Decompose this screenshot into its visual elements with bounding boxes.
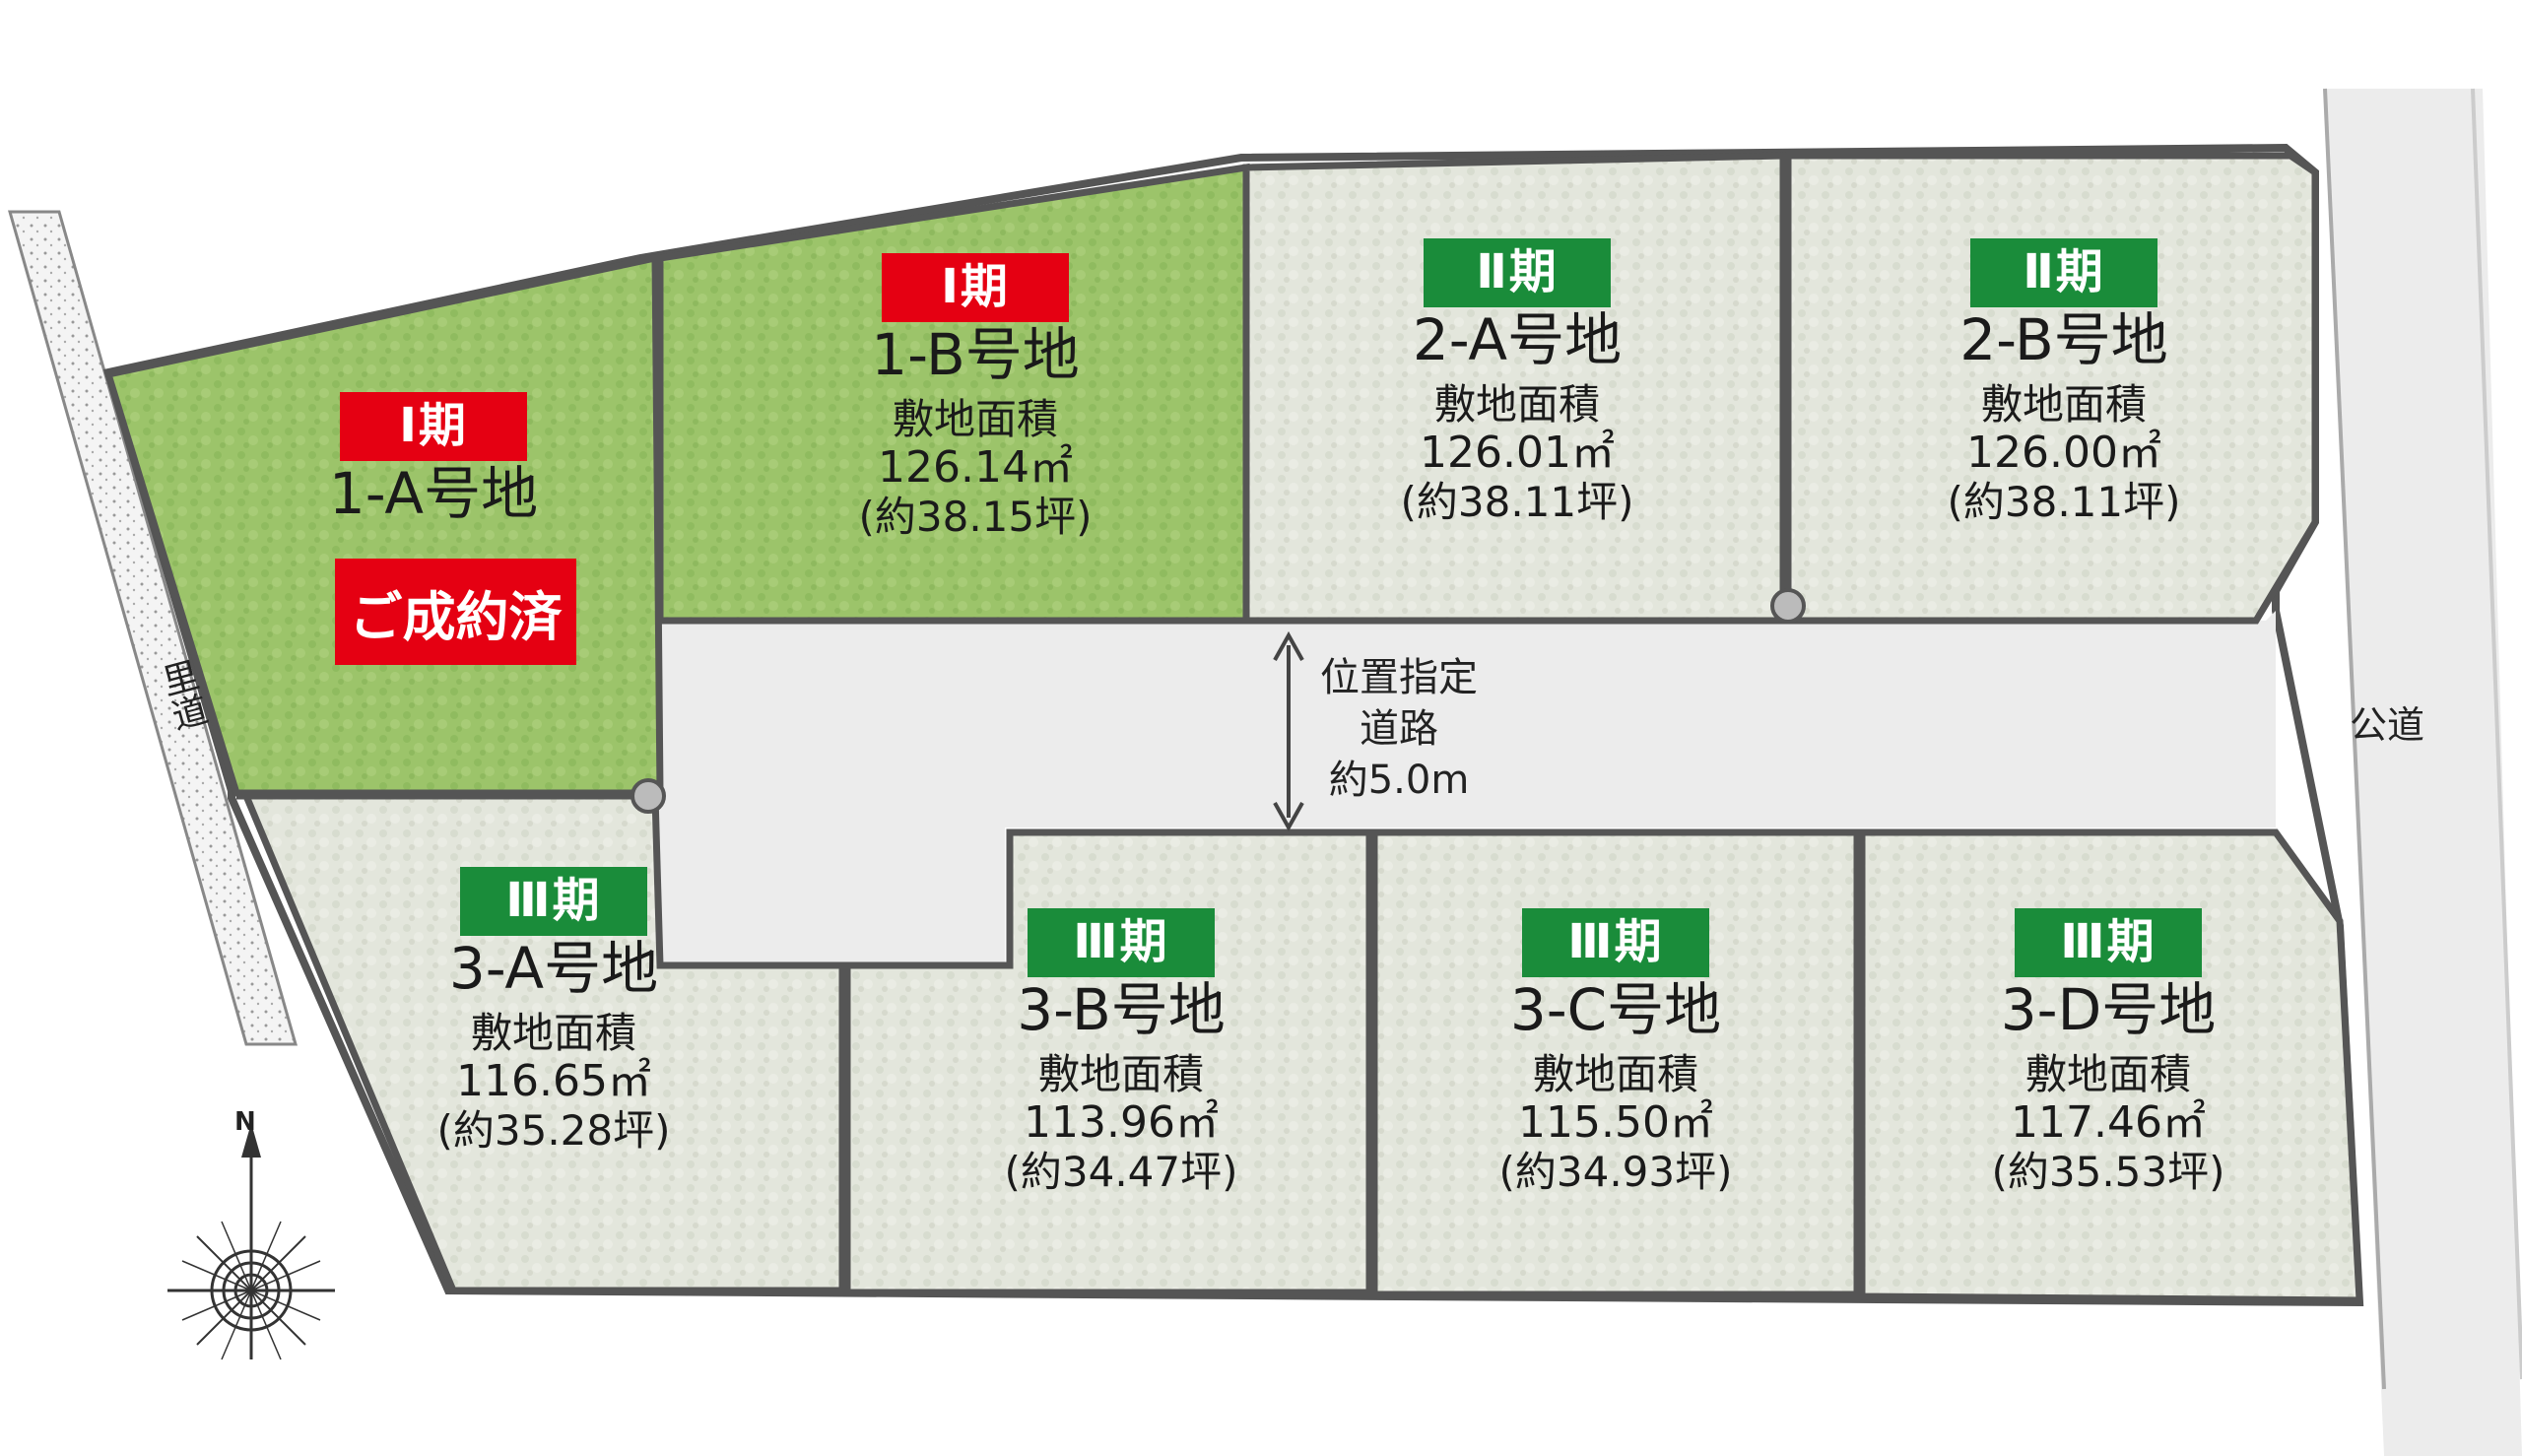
lot-2A-phase-badge: Ⅱ期	[1424, 238, 1611, 307]
lot-3A-area-title: 敷地面積	[470, 1008, 636, 1057]
public-road	[2325, 89, 2522, 1456]
lot-2B-phase-badge: Ⅱ期	[1970, 238, 2157, 307]
lot-3D-area-title: 敷地面積	[2024, 1049, 2191, 1098]
lot-1B-label: Ⅰ期 1-B号地 敷地面積 126.14㎡ (約38.15坪)	[828, 253, 1123, 541]
private-road-width: 約5.0m	[1328, 758, 1470, 803]
lot-1B-area: 126.14㎡	[878, 441, 1073, 493]
lot-3C-area: 115.50㎡	[1518, 1096, 1713, 1148]
lot-3A-area: 116.65㎡	[456, 1055, 651, 1106]
village-road	[8, 210, 298, 1046]
lot-3B-area-title: 敷地面積	[1037, 1049, 1204, 1098]
lot-3B-tsubo: (約34.47坪)	[1004, 1147, 1238, 1196]
lot-1A-name: 1-A号地	[328, 460, 539, 527]
private-road-label-line2: 道路	[1360, 706, 1438, 752]
lot-3B-area: 113.96㎡	[1024, 1096, 1219, 1148]
private-road-label-line1: 位置指定	[1320, 655, 1478, 700]
lot-1B-name: 1-B号地	[871, 321, 1080, 388]
lot-2B-area-title: 敷地面積	[1980, 379, 2147, 429]
compass-north-label: N	[234, 1107, 256, 1137]
lot-3C-name: 3-C号地	[1509, 976, 1722, 1043]
lot-3C-phase-badge: Ⅲ期	[1522, 908, 1709, 977]
road-width-arrow-icon	[1273, 630, 1304, 832]
lot-2B-name: 2-B号地	[1959, 306, 2168, 373]
lot-1A-sold-badge: ご成約済	[335, 559, 576, 665]
boundary-marker	[1770, 588, 1806, 624]
lot-2A-area: 126.01㎡	[1420, 427, 1615, 478]
lot-2B-label: Ⅱ期 2-B号地 敷地面積 126.00㎡ (約38.11坪)	[1916, 238, 2212, 526]
lot-3B-parcel	[843, 828, 1373, 1296]
lot-3B-label: Ⅲ期 3-B号地 敷地面積 113.96㎡ (約34.47坪)	[973, 908, 1269, 1196]
boundary-marker	[630, 778, 666, 814]
private-road-label: 位置指定 道路 約5.0m	[1310, 652, 1488, 806]
public-road-edge	[2323, 88, 2386, 1390]
lot-2B-tsubo: (約38.11坪)	[1947, 477, 2181, 526]
lot-1B-tsubo: (約38.15坪)	[858, 492, 1093, 541]
lot-2A-label: Ⅱ期 2-A号地 敷地面積 126.01㎡ (約38.11坪)	[1369, 238, 1665, 526]
lot-3D-name: 3-D号地	[2000, 976, 2217, 1043]
lot-3B-phase-badge: Ⅲ期	[1028, 908, 1215, 977]
lot-3D-label: Ⅲ期 3-D号地 敷地面積 117.46㎡ (約35.53坪)	[1960, 908, 2256, 1196]
lot-2B-area: 126.00㎡	[1966, 427, 2161, 478]
lot-3C-label: Ⅲ期 3-C号地 敷地面積 115.50㎡ (約34.93坪)	[1468, 908, 1763, 1196]
lot-3A-tsubo: (約35.28坪)	[436, 1105, 671, 1155]
lot-1A-label: Ⅰ期 1-A号地	[315, 392, 552, 527]
lot-3A-label: Ⅲ期 3-A号地 敷地面積 116.65㎡ (約35.28坪)	[406, 867, 701, 1155]
lot-1B-phase-badge: Ⅰ期	[882, 253, 1069, 322]
lot-3C-area-title: 敷地面積	[1532, 1049, 1698, 1098]
lot-2A-name: 2-A号地	[1412, 306, 1623, 373]
lot-3D-area: 117.46㎡	[2011, 1096, 2206, 1148]
public-road-label: 公道	[2350, 703, 2425, 747]
lot-3A-name: 3-A号地	[448, 935, 659, 1002]
compass-icon	[167, 1123, 335, 1360]
lot-3B-name: 3-B号地	[1017, 976, 1226, 1043]
lot-3D-phase-badge: Ⅲ期	[2015, 908, 2202, 977]
lot-2A-area-title: 敷地面積	[1433, 379, 1600, 429]
lot-1A-phase-badge: Ⅰ期	[340, 392, 527, 461]
public-road-edge-right	[2471, 88, 2522, 1380]
lot-3A-parcel	[236, 792, 846, 1294]
lot-3D-tsubo: (約35.53坪)	[1991, 1147, 2225, 1196]
lot-3C-tsubo: (約34.93坪)	[1498, 1147, 1733, 1196]
private-road-area	[655, 611, 2276, 965]
lot-3A-phase-badge: Ⅲ期	[460, 867, 647, 936]
lot-2A-tsubo: (約38.11坪)	[1400, 477, 1634, 526]
lot-3D-parcel	[1858, 828, 2363, 1304]
lot-3C-parcel	[1370, 828, 1861, 1298]
lot-1B-area-title: 敷地面積	[892, 394, 1058, 443]
